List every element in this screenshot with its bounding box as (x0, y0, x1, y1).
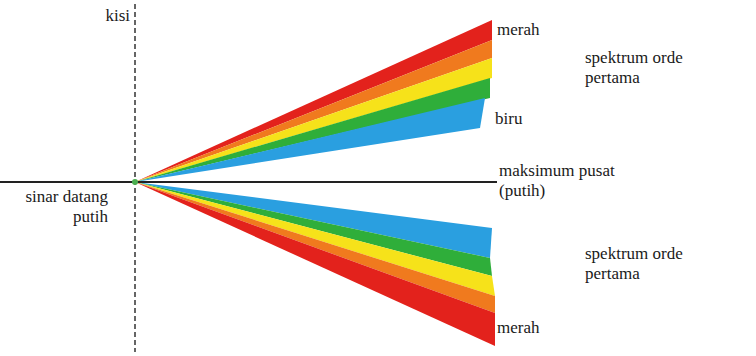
upper-spectrum (135, 20, 492, 182)
color-label: biru (495, 109, 555, 129)
color-label: merah (497, 20, 567, 40)
spectrum-label: spektrum orde pertama (585, 48, 705, 88)
incident-light-label: sinar datang putih (2, 187, 108, 227)
spectrum-label: spektrum orde pertama (585, 244, 705, 284)
color-label: merah (497, 318, 567, 338)
grating-line (134, 4, 136, 352)
grating-label: kisi (84, 6, 130, 26)
incidence-point (132, 179, 138, 185)
lower-spectrum (135, 182, 495, 346)
central-max-label: maksimum pusat (putih) (497, 161, 626, 201)
